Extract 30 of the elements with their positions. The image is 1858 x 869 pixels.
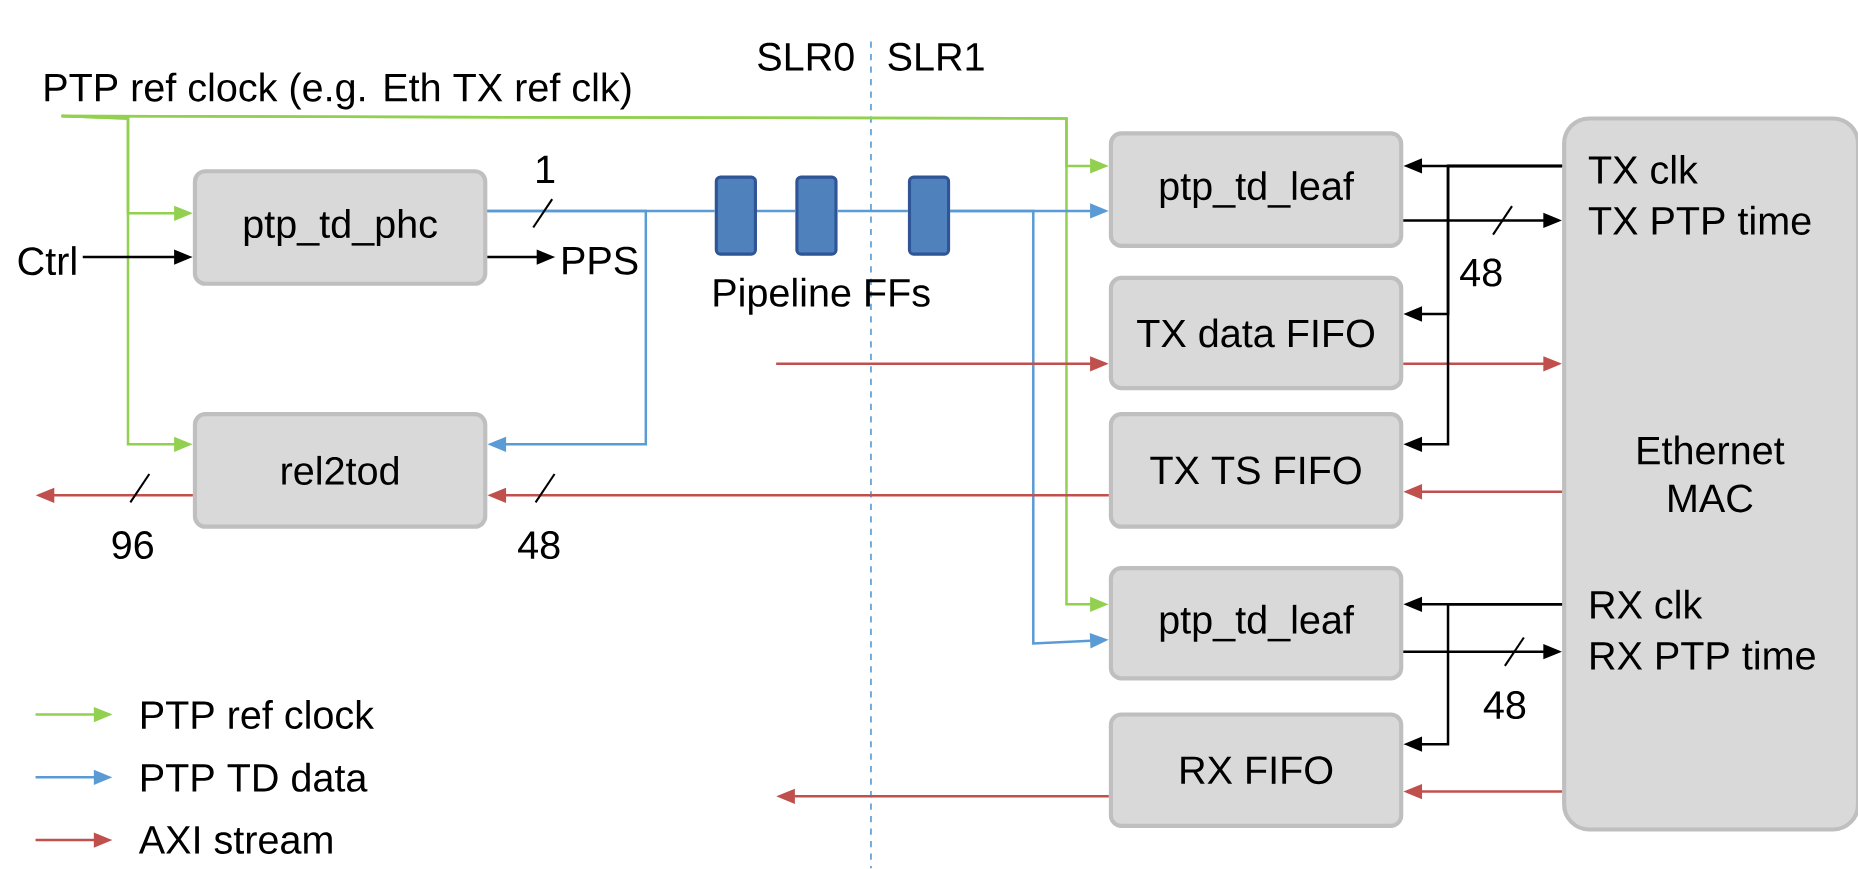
- edge-label: 96: [112, 531, 153, 560]
- legend-label: AXI stream: [138, 826, 332, 855]
- legend-label: PTP TD data: [142, 763, 368, 793]
- process-box: rel2tod: [192, 412, 488, 529]
- text-label: Pipeline FFs: [714, 278, 930, 315]
- edge-label: 1: [537, 156, 555, 184]
- signal-label: PPS: [563, 246, 638, 275]
- flip-flop-block: [795, 175, 838, 256]
- process-box: TX data FIFO: [1108, 276, 1404, 391]
- arrow: [487, 209, 648, 453]
- port-label: RX clk: [1591, 590, 1703, 620]
- text-label: SLR1: [888, 43, 984, 72]
- port-label: Ethernet MAC: [1638, 435, 1785, 513]
- signal-label: Ctrl: [18, 246, 76, 276]
- flip-flop-block: [714, 175, 757, 256]
- process-box: ptp_td_phc: [192, 169, 488, 287]
- port-label: TX PTP time: [1588, 206, 1811, 236]
- process-box: ptp_td_leaf: [1108, 566, 1404, 681]
- legend-label: PTP ref clock: [142, 700, 375, 730]
- text-label: SLR0: [758, 43, 854, 72]
- edge-label: 48: [518, 531, 560, 560]
- clock-label: PTP ref clock (e.g. Eth TX ref clk): [45, 72, 631, 110]
- process-box: RX FIFO: [1108, 712, 1404, 829]
- port-label: RX PTP time: [1591, 640, 1815, 670]
- edge-label: 48: [1483, 691, 1526, 720]
- process-box: TX TS FIFO: [1108, 412, 1404, 529]
- process-box: ptp_td_leaf: [1108, 131, 1404, 249]
- flip-flop-block: [907, 175, 951, 256]
- edge-label: 48: [1460, 258, 1502, 287]
- port-label: TX clk: [1588, 155, 1698, 185]
